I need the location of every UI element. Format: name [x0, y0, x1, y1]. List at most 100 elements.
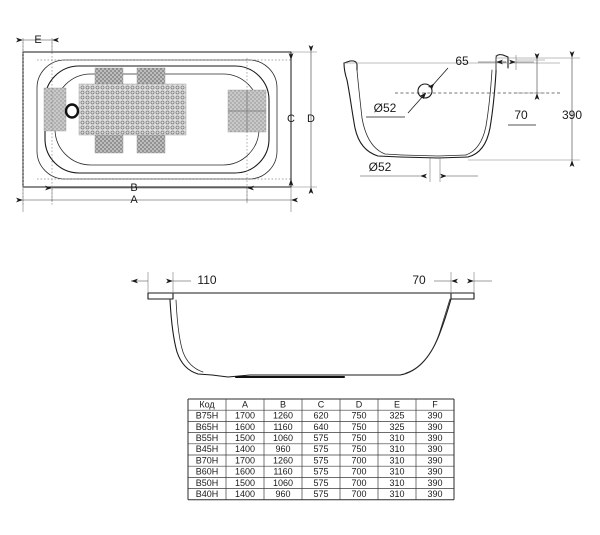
- table-cell-code: B40H: [196, 489, 219, 499]
- table-cell-value: 1260: [273, 455, 293, 465]
- table-cell-code: B65H: [196, 422, 219, 432]
- table-cell-value: 620: [313, 411, 328, 421]
- table-cell-value: 390: [427, 467, 442, 477]
- leader-65-pointer: [427, 67, 449, 91]
- table-cell-value: 750: [351, 433, 366, 443]
- section-rim-left: [343, 60, 358, 71]
- table-cell-value: 1400: [235, 489, 255, 499]
- dim-label-390: 390: [562, 108, 582, 122]
- table-row: B60H 1600 1160 575 700 310 390: [196, 467, 443, 477]
- dim-label-d: D: [307, 113, 315, 125]
- table-cell-value: 1160: [273, 422, 292, 432]
- table-cell-value: 310: [389, 467, 404, 477]
- table-cell-value: 310: [389, 478, 404, 488]
- table-header-cell: B: [280, 399, 286, 409]
- table-cell-value: 750: [351, 444, 366, 454]
- table-cell-value: 960: [275, 444, 290, 454]
- table-cell-value: 700: [351, 489, 366, 499]
- table-cell-value: 700: [351, 478, 366, 488]
- dim-label-e: E: [34, 34, 41, 46]
- table-cell-value: 310: [389, 489, 404, 499]
- section-wall-right-inner: [465, 69, 493, 156]
- table-cell-value: 325: [389, 411, 404, 421]
- section-view: 65 Ø52 Ø52 70 390: [343, 50, 582, 182]
- table-cell-value: 1700: [235, 411, 255, 421]
- table-cell-value: 390: [427, 422, 442, 432]
- table-cell-value: 1260: [273, 411, 293, 421]
- table-cell-value: 1700: [235, 455, 255, 465]
- table-cell-value: 1600: [235, 467, 255, 477]
- table-row: B65H 1600 1160 640 750 325 390: [196, 422, 443, 432]
- antislip-pad-left: [43, 87, 67, 132]
- table-cell-value: 310: [389, 433, 404, 443]
- elevation-wall-left: [169, 299, 213, 376]
- table-cell-value: 390: [427, 444, 442, 454]
- table-cell-value: 750: [351, 411, 366, 421]
- table-cell-value: 575: [313, 444, 328, 454]
- dim-label-drain-dia: Ø52: [369, 160, 392, 174]
- table-cell-code: B60H: [196, 467, 219, 477]
- dim-label-110: 110: [197, 273, 216, 287]
- table-cell-value: 700: [351, 467, 366, 477]
- table-cell-value: 310: [389, 444, 404, 454]
- dim-label-70: 70: [514, 108, 528, 122]
- dim-label-c: C: [287, 113, 295, 125]
- dimension-table: Код A B C D E F B75H 1700 1260 620 750 325 390 B65H 160…: [187, 398, 455, 501]
- table-cell-value: 390: [427, 489, 442, 499]
- table-cell-value: 1400: [235, 444, 255, 454]
- table-cell-code: B45H: [196, 444, 219, 454]
- table-cell-value: 1060: [273, 478, 293, 488]
- table-cell-value: 640: [313, 422, 328, 432]
- leader-overflow-dia: [407, 92, 427, 114]
- section-wall-right: [467, 62, 497, 158]
- elevation-rim-left: [147, 292, 174, 300]
- plan-view: E C D B A: [15, 34, 317, 212]
- table-header-cell: F: [432, 399, 438, 409]
- table-header-cell: E: [394, 399, 400, 409]
- table-row: B70H 1700 1260 575 700 310 390: [196, 455, 443, 465]
- table-cell-value: 700: [351, 455, 366, 465]
- table-cell-value: 750: [351, 422, 366, 432]
- section-bottom-inner: [401, 154, 467, 157]
- table-cell-value: 310: [389, 455, 404, 465]
- section-wall-left: [343, 62, 401, 158]
- table-cell-code: B70H: [196, 455, 219, 465]
- table-cell-value: 390: [427, 433, 442, 443]
- table-cell-value: 575: [313, 478, 328, 488]
- table-cell-value: 575: [313, 455, 328, 465]
- table-header-cell: Код: [199, 399, 215, 409]
- table-cell-value: 1160: [273, 467, 292, 477]
- elevation-wall-left-inner: [175, 299, 204, 373]
- table-row: B45H 1400 960 575 750 310 390: [196, 444, 443, 454]
- elevation-wall-right-inner: [405, 298, 451, 374]
- table-header-cell: C: [318, 399, 325, 409]
- table-cell-code: B75H: [196, 411, 219, 421]
- table-cell-value: 575: [313, 433, 328, 443]
- table-cell-value: 1500: [235, 433, 255, 443]
- table-cell-value: 1500: [235, 478, 255, 488]
- table-cell-value: 1060: [273, 433, 293, 443]
- dim-label-a: A: [130, 194, 138, 206]
- drain-hole: [64, 103, 80, 119]
- table-cell-code: B55H: [196, 433, 219, 443]
- section-bottom: [399, 156, 469, 159]
- dim-label-70-elevation: 70: [412, 273, 426, 287]
- dim-label-b: B: [130, 182, 137, 194]
- table-row: B55H 1500 1060 575 750 310 390: [196, 433, 443, 443]
- table-cell-code: B50H: [196, 478, 219, 488]
- table-cell-value: 960: [275, 489, 290, 499]
- table-row: B50H 1500 1060 575 700 310 390: [196, 478, 443, 488]
- table-cell-value: 390: [427, 455, 442, 465]
- table-cell-value: 325: [389, 422, 404, 432]
- table-header-cell: D: [356, 399, 363, 409]
- elevation-rim-right: [450, 292, 475, 300]
- dim-label-overflow-dia: Ø52: [374, 101, 397, 115]
- table-cell-value: 575: [313, 467, 328, 477]
- table-cell-value: 390: [427, 478, 442, 488]
- table-header-cell: A: [242, 399, 248, 409]
- table-cell-value: 1600: [235, 422, 255, 432]
